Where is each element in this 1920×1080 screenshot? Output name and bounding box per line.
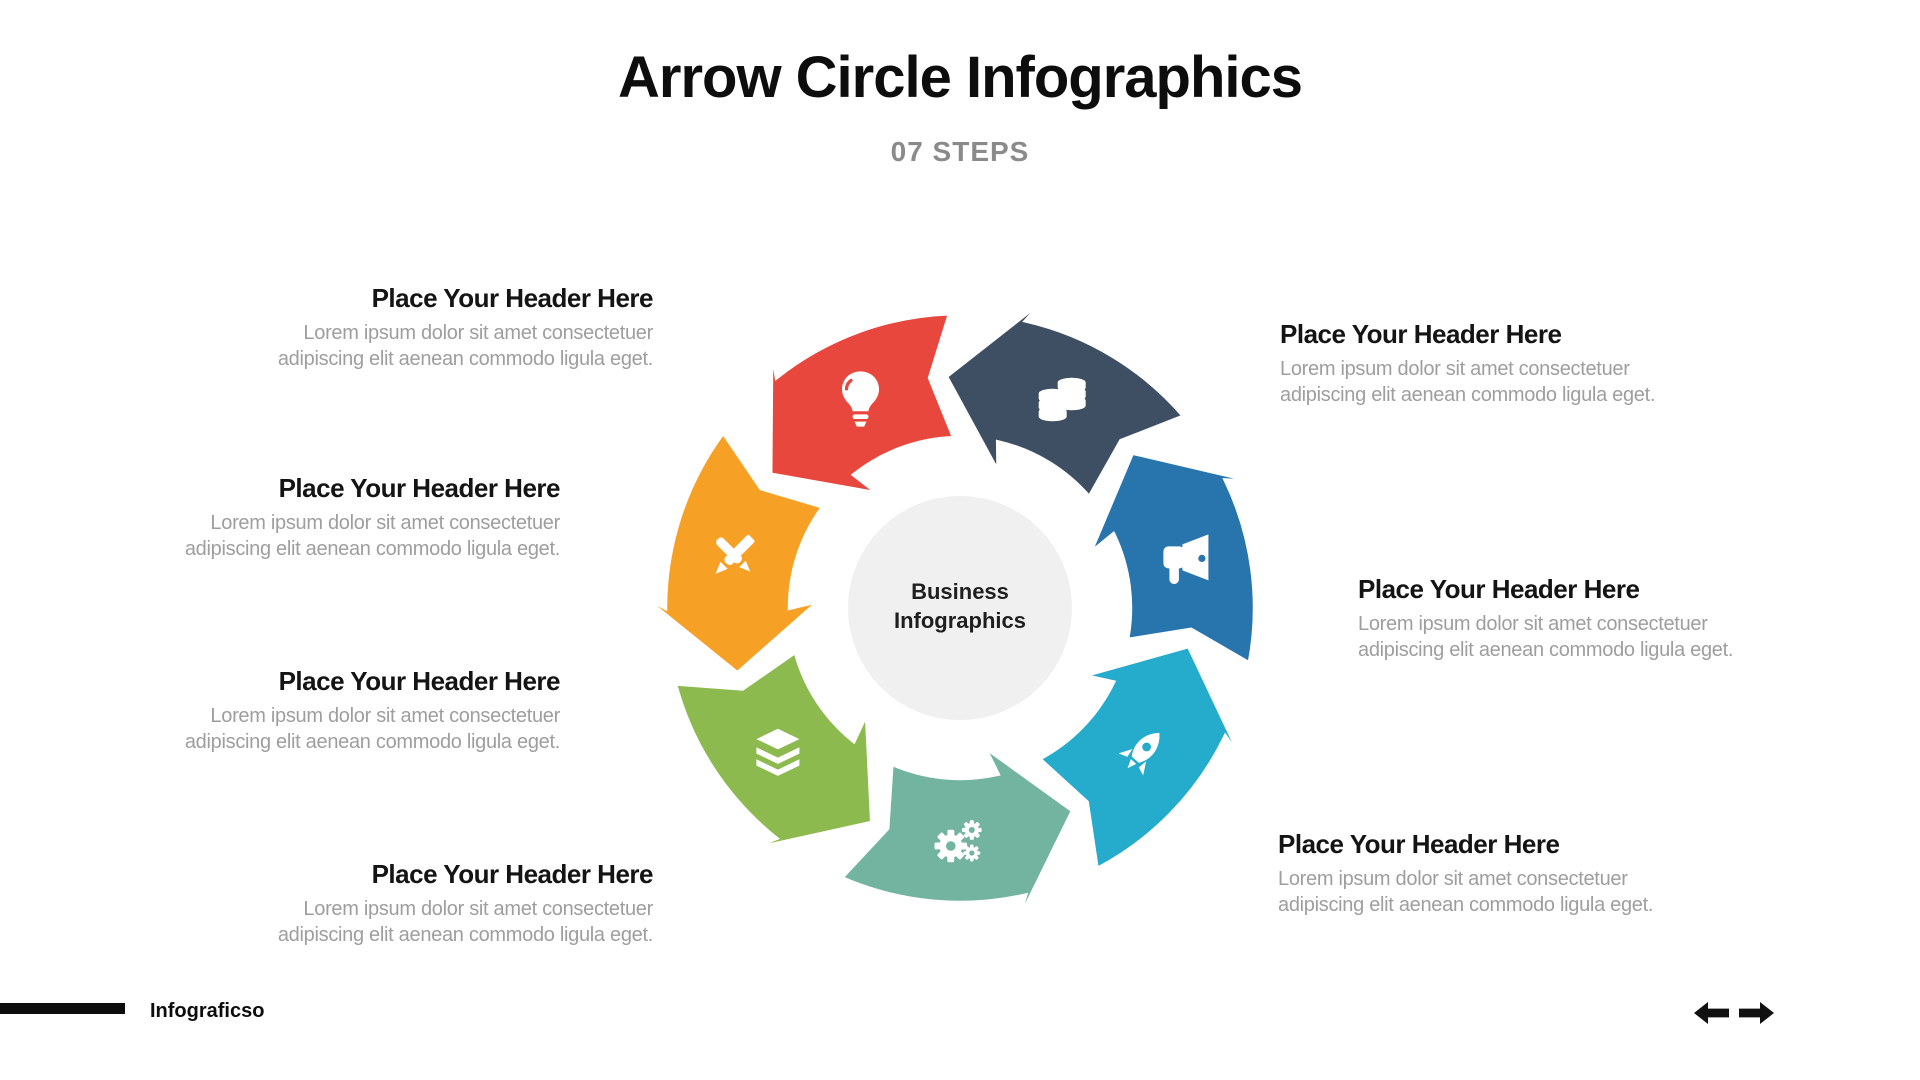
gears-icon	[934, 820, 982, 863]
text-block-right-3: Place Your Header Here Lorem ipsum dolor…	[1278, 829, 1758, 918]
prev-arrow-icon[interactable]	[1694, 1002, 1729, 1024]
text-block-right-2: Place Your Header Here Lorem ipsum dolor…	[1358, 574, 1838, 663]
block-body-line: Lorem ipsum dolor sit amet consectetuer	[210, 705, 560, 727]
footer-accent-bar	[0, 1003, 125, 1014]
text-block-left-2: Place Your Header Here Lorem ipsum dolor…	[80, 473, 561, 562]
crossed-pencil-pen-icon	[715, 535, 755, 574]
diagram-center-label: Business Infographics	[810, 577, 1110, 635]
megaphone-icon	[1163, 534, 1209, 585]
block-header: Place Your Header Here	[371, 859, 654, 889]
brand-logo-text: Infograficso	[150, 1000, 265, 1022]
block-header: Place Your Header Here	[1278, 829, 1560, 859]
block-body-line: Lorem ipsum dolor sit amet consectetuer	[1280, 358, 1630, 380]
block-body-line: Lorem ipsum dolor sit amet consectetuer	[1358, 613, 1708, 635]
arrow-segment	[671, 647, 875, 854]
text-block-left-4: Place Your Header Here Lorem ipsum dolor…	[173, 859, 654, 948]
block-body-line: adipiscing elit aenean commodo ligula eg…	[184, 538, 560, 560]
text-block-left-1: Place Your Header Here Lorem ipsum dolor…	[173, 283, 654, 372]
rocket-icon	[1118, 732, 1160, 776]
block-header: Place Your Header Here	[278, 473, 561, 503]
block-body-line: adipiscing elit aenean commodo ligula eg…	[1278, 894, 1654, 916]
block-header: Place Your Header Here	[1280, 319, 1562, 349]
layers-icon	[756, 728, 800, 776]
center-label-line2: Infographics	[893, 608, 1026, 633]
block-header: Place Your Header Here	[371, 283, 654, 313]
block-body-line: Lorem ipsum dolor sit amet consectetuer	[303, 898, 653, 920]
text-block-right-1: Place Your Header Here Lorem ipsum dolor…	[1280, 319, 1760, 408]
next-arrow-icon[interactable]	[1739, 1002, 1774, 1024]
page-subtitle: 07 STEPS	[890, 136, 1030, 167]
block-body-line: adipiscing elit aenean commodo ligula eg…	[1358, 639, 1734, 661]
slide-nav-arrows	[1694, 1002, 1774, 1024]
text-block-left-3: Place Your Header Here Lorem ipsum dolor…	[80, 666, 561, 755]
block-body-line: adipiscing elit aenean commodo ligula eg…	[277, 348, 653, 370]
center-circle	[848, 496, 1072, 720]
block-body-line: adipiscing elit aenean commodo ligula eg…	[277, 924, 653, 946]
coins-icon	[1038, 377, 1086, 422]
block-body-line: Lorem ipsum dolor sit amet consectetuer	[1278, 868, 1628, 890]
block-header: Place Your Header Here	[1358, 574, 1640, 604]
arrow-circle-diagram	[633, 292, 1262, 931]
block-header: Place Your Header Here	[278, 666, 561, 696]
block-body-line: adipiscing elit aenean commodo ligula eg…	[1280, 384, 1656, 406]
lightbulb-icon	[842, 371, 879, 427]
block-body-line: adipiscing elit aenean commodo ligula eg…	[184, 731, 560, 753]
block-body-line: Lorem ipsum dolor sit amet consectetuer	[303, 322, 653, 344]
center-label-line1: Business	[911, 579, 1009, 604]
block-body-line: Lorem ipsum dolor sit amet consectetuer	[210, 512, 560, 534]
page-title: Arrow Circle Infographics	[617, 45, 1303, 110]
